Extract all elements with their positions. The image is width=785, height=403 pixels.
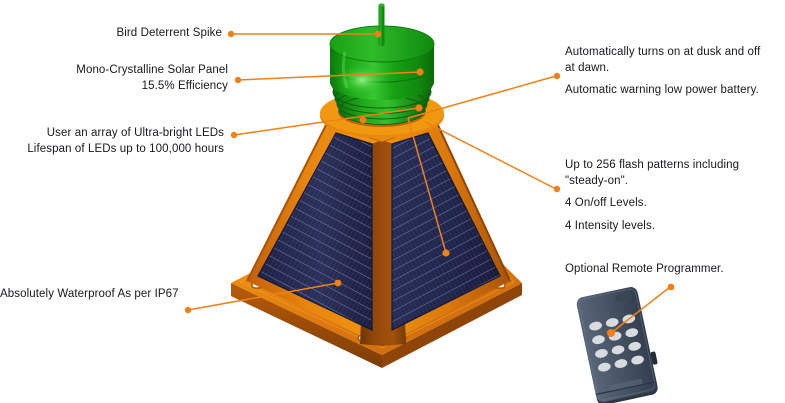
callout-solar-line1: Mono-Crystalline Solar Panel bbox=[76, 64, 228, 76]
callout-flash-patterns: Up to 256 flash patterns including "stea… bbox=[565, 158, 785, 234]
callout-dusk-line2: at dawn. bbox=[565, 61, 610, 74]
remote-programmer bbox=[576, 287, 658, 403]
callout-remote-programmer: Optional Remote Programmer. bbox=[565, 262, 785, 278]
dot-leds-text bbox=[230, 131, 238, 139]
callout-leds-line1: User an array of Ultra-bright LEDs bbox=[46, 127, 224, 139]
callout-waterproof: Absolutely Waterproof As per IP67 bbox=[0, 287, 179, 303]
dot-lens-rings bbox=[359, 116, 367, 124]
dot-leds-target bbox=[415, 104, 423, 112]
leader-leds bbox=[233, 107, 420, 136]
leader-waterproof bbox=[187, 282, 339, 311]
dot-waterproof-target bbox=[334, 279, 342, 287]
callout-dusk-line3: Automatic warning low power battery. bbox=[565, 84, 759, 96]
dot-solar-text bbox=[234, 76, 242, 84]
callout-dusk-line1: Automatically turns on at dusk and off bbox=[565, 46, 761, 58]
dot-solar-target bbox=[416, 68, 424, 76]
leader-solar-panel bbox=[237, 71, 421, 81]
leader-dots bbox=[184, 30, 675, 337]
callout-solar-line2: 15.5% Efficiency bbox=[141, 79, 228, 92]
callout-flash-line1: Up to 256 flash patterns including bbox=[565, 159, 740, 171]
callout-flash-line4: 4 Intensity levels. bbox=[565, 219, 656, 232]
dot-flash-text bbox=[553, 185, 561, 193]
leader-panel-spot bbox=[407, 117, 447, 254]
leader-dusk-dawn bbox=[407, 75, 557, 119]
dot-waterproof-text bbox=[184, 306, 192, 314]
leader-lines bbox=[187, 33, 671, 334]
dot-remote-text bbox=[667, 283, 675, 291]
solar-panel-left bbox=[257, 132, 373, 331]
callout-leds-line2: Lifespan of LEDs up to 100,000 hours bbox=[27, 142, 224, 155]
solar-panel-right bbox=[391, 132, 501, 331]
dot-panel-spot bbox=[442, 249, 450, 257]
callout-bird-spike-line1: Bird Deterrent Spike bbox=[116, 27, 222, 39]
dot-remote-target bbox=[607, 329, 615, 337]
remote-button-grid bbox=[589, 314, 644, 372]
callout-flash-line3: 4 On/off Levels. bbox=[565, 197, 647, 209]
callout-dusk-dawn: Automatically turns on at dusk and off a… bbox=[565, 45, 785, 99]
dot-bird-spike-target bbox=[374, 30, 382, 38]
dot-bird-spike-text bbox=[227, 30, 235, 38]
bird-deterrent-spike bbox=[378, 3, 385, 46]
callout-flash-line2: "steady-on". bbox=[565, 174, 629, 187]
callout-leds: User an array of Ultra-bright LEDs Lifes… bbox=[0, 126, 224, 157]
leader-remote bbox=[610, 286, 671, 334]
callout-solar-panel: Mono-Crystalline Solar Panel 15.5% Effic… bbox=[0, 63, 228, 94]
callout-waterproof-line1: Absolutely Waterproof As per IP67 bbox=[0, 288, 179, 300]
dot-dusk-text bbox=[553, 72, 561, 80]
callout-bird-deterrent-spike: Bird Deterrent Spike bbox=[0, 26, 222, 42]
callout-remote-line1: Optional Remote Programmer. bbox=[565, 263, 724, 275]
leader-flash-patterns bbox=[424, 121, 557, 190]
